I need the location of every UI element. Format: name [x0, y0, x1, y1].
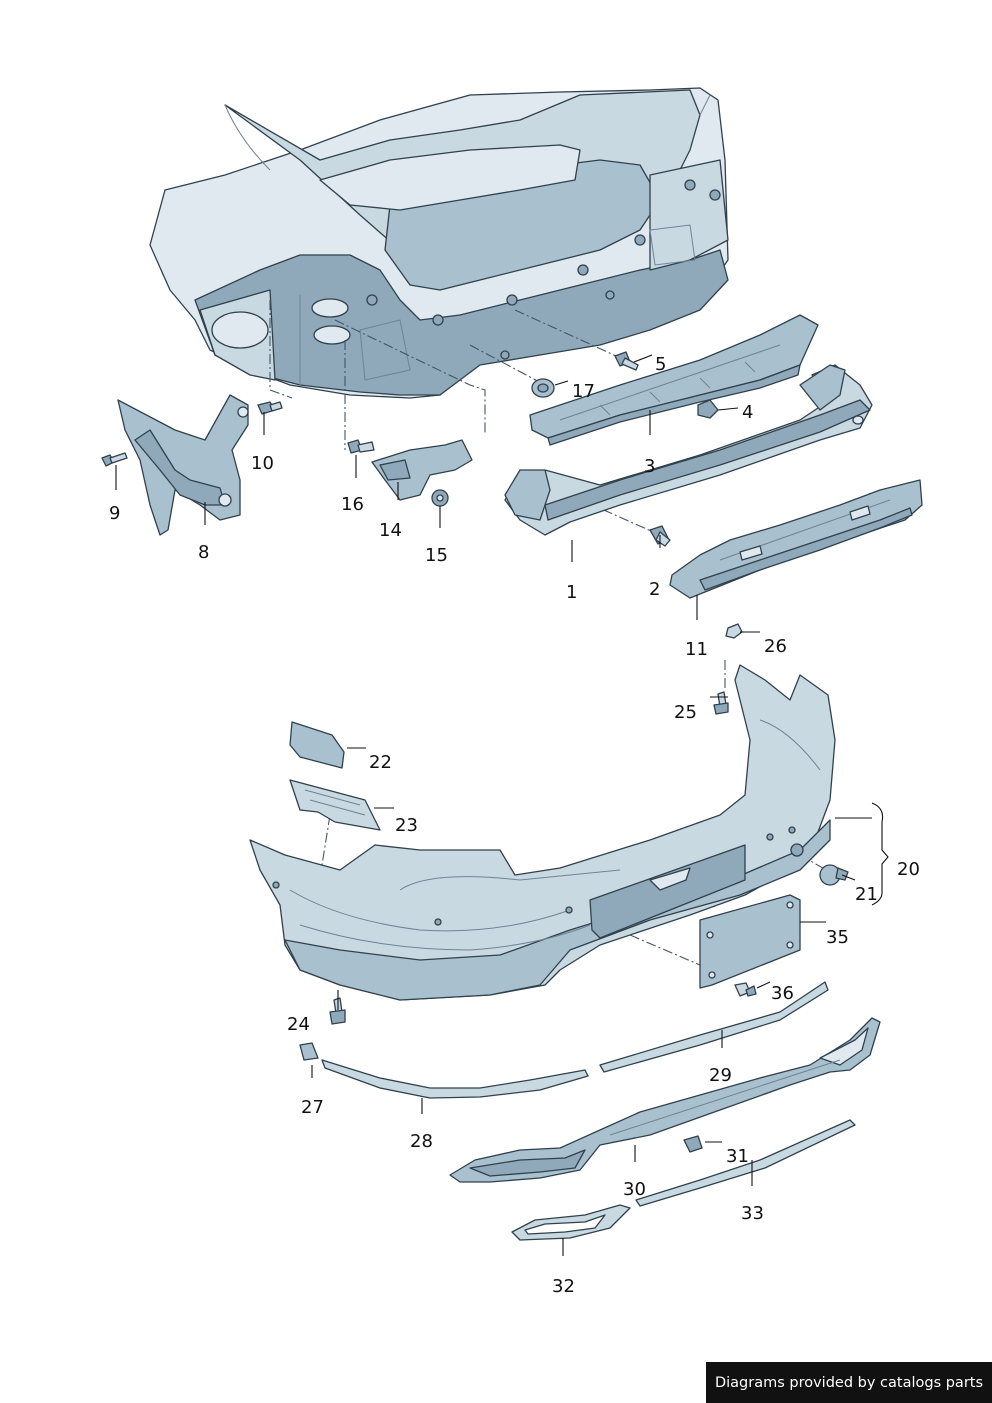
callout-11: 11 — [685, 639, 708, 660]
part-14-bracket — [371, 439, 473, 501]
part-26-clip — [725, 623, 743, 639]
part-27-clip — [299, 1042, 319, 1061]
callout-25: 25 — [674, 702, 697, 723]
part-11-lower-absorber — [669, 479, 923, 599]
part-28-trim-strip — [321, 1059, 589, 1099]
callout-4: 4 — [742, 402, 753, 423]
footer-attribution: Diagrams provided by catalogs parts — [706, 1362, 992, 1403]
part-23-trim-bracket — [289, 779, 381, 831]
part-31-clip — [683, 1135, 703, 1153]
part-17-grommet — [531, 378, 555, 398]
car-body-rear — [149, 87, 729, 399]
part-35-plate-holder — [699, 894, 801, 989]
callout-35: 35 — [826, 927, 849, 948]
part-20-bumper-cover — [249, 664, 836, 1001]
part-4-nut — [697, 399, 719, 419]
part-5-bolt — [614, 351, 639, 371]
callout-22: 22 — [369, 752, 392, 773]
callout-29: 29 — [709, 1065, 732, 1086]
part-1-bumper-beam — [504, 364, 873, 536]
callout-31: 31 — [726, 1146, 749, 1167]
callout-24: 24 — [287, 1014, 310, 1035]
part-36-screw — [734, 982, 757, 997]
part-22-cover-cap — [289, 721, 345, 769]
callout-labels: 1 2 3 4 5 8 9 10 11 14 15 16 17 20 21 22… — [109, 354, 920, 1297]
callout-16: 16 — [341, 494, 364, 515]
callout-20: 20 — [897, 859, 920, 880]
callout-2: 2 — [649, 579, 660, 600]
part-29-moulding — [599, 981, 829, 1073]
part-8-side-bracket — [117, 394, 249, 536]
callout-14: 14 — [379, 520, 402, 541]
part-15-nut — [431, 489, 449, 507]
part-30-diffuser — [449, 1017, 881, 1183]
callout-28: 28 — [410, 1131, 433, 1152]
callout-3: 3 — [644, 456, 655, 477]
part-3-energy-absorber — [529, 314, 819, 446]
part-9-bolt — [101, 452, 128, 467]
callout-5: 5 — [655, 354, 666, 375]
callout-30: 30 — [623, 1179, 646, 1200]
part-21-cap — [819, 864, 849, 886]
part-33-lower-strip — [635, 1119, 856, 1207]
part-25-screw — [713, 691, 729, 715]
callout-10: 10 — [251, 453, 274, 474]
callout-17: 17 — [572, 381, 595, 402]
callout-33: 33 — [741, 1203, 764, 1224]
callout-1: 1 — [566, 582, 577, 603]
callout-23: 23 — [395, 815, 418, 836]
callout-27: 27 — [301, 1097, 324, 1118]
part-16-bolt — [347, 439, 375, 454]
callout-15: 15 — [425, 545, 448, 566]
callout-8: 8 — [198, 542, 209, 563]
callout-36: 36 — [771, 983, 794, 1004]
callout-21: 21 — [855, 884, 878, 905]
callout-26: 26 — [764, 636, 787, 657]
part-10-bolt — [257, 401, 283, 415]
part-32-trim-frame — [511, 1204, 631, 1241]
callout-leaders — [115, 354, 889, 1256]
callout-9: 9 — [109, 503, 120, 524]
callout-32: 32 — [552, 1276, 575, 1297]
